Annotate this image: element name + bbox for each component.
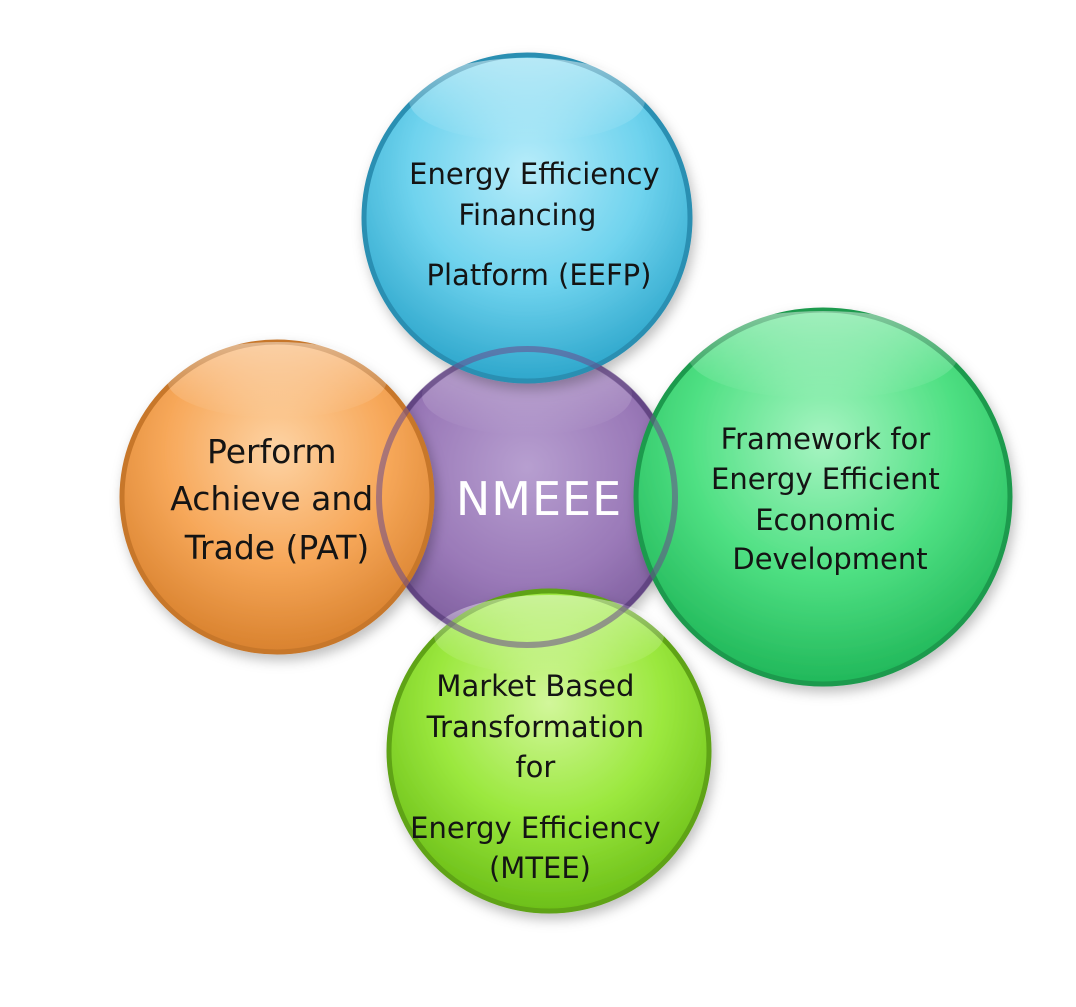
bottom-node-line: Transformation	[426, 710, 645, 744]
bottom-node-line: (MTEE)	[489, 851, 591, 885]
right-node-line: Framework for	[721, 422, 931, 456]
left-node-line: Achieve and	[170, 479, 373, 518]
bottom-node	[386, 588, 712, 914]
top-node-line: Platform (EEFP)	[427, 258, 652, 292]
right-node-line: Development	[732, 542, 927, 576]
right-node-line: Economic	[755, 503, 895, 537]
right-node-line: Energy Efficient	[711, 462, 940, 496]
right-node-label: Framework for Energy Efficient Economic …	[711, 422, 949, 576]
left-node-label: Perform Achieve and Trade (PAT)	[170, 432, 383, 567]
top-node-label: Energy Efficiency Financing Platform (EE…	[409, 157, 669, 292]
center-node	[376, 346, 678, 648]
left-node-line: Trade (PAT)	[184, 528, 370, 567]
top-node-line: Financing	[458, 198, 596, 232]
center-node-label: NMEEE	[456, 472, 622, 526]
top-node-line: Energy Efficiency	[409, 157, 659, 191]
bottom-node-line: for	[515, 750, 555, 784]
bottom-node-line: Energy Efficiency	[410, 811, 660, 845]
top-node	[361, 52, 693, 384]
left-node-line: Perform	[207, 432, 337, 471]
bottom-node-label: Market Based Transformation for Energy E…	[410, 669, 670, 885]
bottom-node-line: Market Based	[436, 669, 634, 703]
right-node	[633, 307, 1013, 687]
left-node	[119, 339, 435, 655]
center-ring	[376, 346, 678, 648]
